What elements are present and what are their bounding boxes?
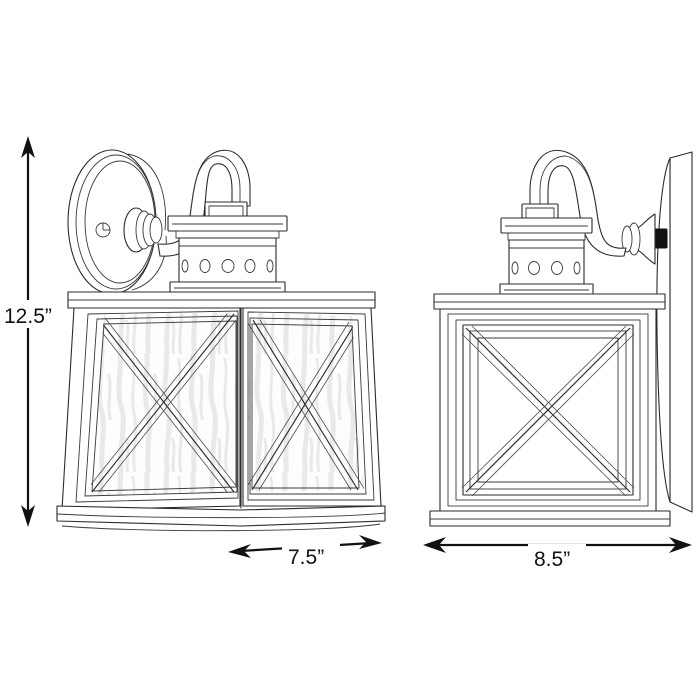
- side-depth-dimension-arrow-left: [423, 537, 446, 553]
- front-width-dimension-label: 7.5”: [288, 546, 324, 569]
- front-width-dimension: 7.5”: [228, 535, 382, 570]
- side-panel: [439, 308, 657, 512]
- front-panel-left: [61, 307, 241, 511]
- side-depth-dimension-arrow-right: [669, 537, 692, 553]
- front-cap-plate: [167, 215, 288, 239]
- side-mounting-screw-icon: [654, 228, 668, 249]
- side-depth-dimension-label: 8.5”: [534, 548, 570, 571]
- height-dimension-label: 12.5”: [4, 305, 52, 328]
- front-width-dimension-arrow-left: [228, 544, 251, 558]
- side-top-rail: [433, 293, 666, 310]
- front-arm-hub: [123, 207, 163, 253]
- side-neck-collar: [521, 203, 559, 219]
- side-cap-plate: [500, 217, 593, 241]
- front-vented-head: [169, 237, 286, 294]
- height-dimension-arrow-bottom: [21, 505, 35, 527]
- side-view: [429, 149, 693, 527]
- front-top-rail: [67, 291, 376, 309]
- side-base-plinth: [429, 510, 671, 527]
- front-panel-right-xbrace: [248, 319, 364, 491]
- height-dimension-arrow-top: [21, 136, 35, 158]
- side-arm-knuckle: [621, 213, 656, 265]
- front-view: [56, 149, 386, 532]
- height-dimension-label-backdrop: [0, 300, 58, 328]
- side-vent-holes: [511, 261, 581, 275]
- side-vented-head: [499, 239, 594, 296]
- side-depth-dimension: 8.5”: [423, 537, 692, 572]
- front-vent-holes: [181, 259, 274, 273]
- front-base-plinth: [56, 505, 386, 532]
- front-panel-left-xbrace: [90, 313, 236, 493]
- height-dimension: 12.5”: [0, 136, 58, 527]
- front-width-dimension-arrow-right: [359, 535, 382, 549]
- front-width-dimension-label-backdrop: [282, 542, 340, 570]
- side-backplate: [654, 151, 693, 513]
- side-depth-dimension-label-backdrop: [528, 544, 586, 572]
- side-panel-xbrace: [461, 325, 635, 497]
- front-neck-collar: [204, 201, 248, 217]
- front-panel-right: [242, 307, 382, 507]
